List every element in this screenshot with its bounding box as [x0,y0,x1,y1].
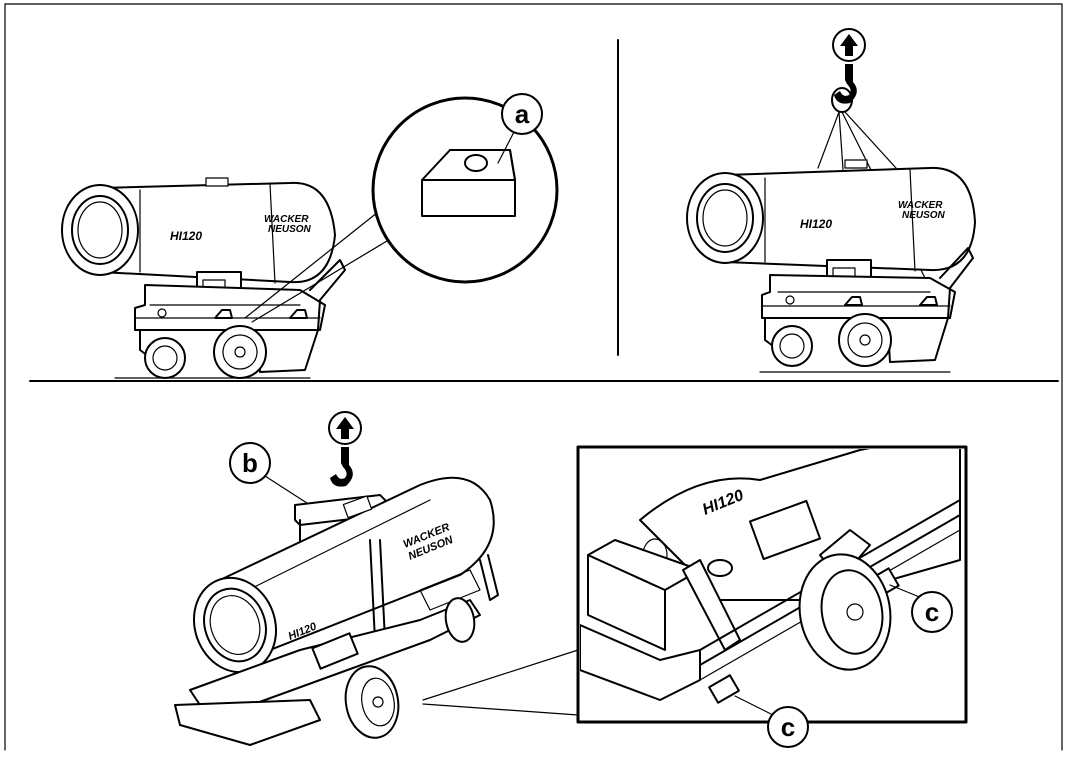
model-label: HI120 [170,229,202,243]
crane-hook-icon [834,64,857,104]
up-arrow-icon-2 [336,417,354,439]
svg-text:a: a [515,99,530,129]
detail-zoom-lines [422,649,579,716]
callout-a: a [501,93,543,135]
brand-label-right-line1: WACKER [898,200,943,211]
brand-label-line1: WACKER [264,214,309,225]
heater-perspective-view: WACKER NEUSON HI120 [174,476,499,746]
callout-c-bottom: c [767,706,809,748]
svg-text:b: b [242,448,258,478]
brand-label-right-line2: NEUSON [902,210,946,221]
model-label-right: HI120 [800,217,832,231]
heater-side-view-right: HI120 WACKER NEUSON [686,159,976,373]
panel-frame [4,3,1063,751]
forklift-pocket-detail: HI120 [576,445,968,724]
crane-hook-icon-2 [330,447,353,487]
lift-hook-bottom [328,411,362,487]
svg-text:c: c [925,597,939,627]
up-arrow-icon [840,34,858,56]
svg-text:c: c [781,712,795,742]
heater-side-view-left: HI120 WACKER NEUSON [61,177,346,379]
callout-c-right: c [911,591,953,633]
brand-label-line2: NEUSON [268,224,312,235]
lifting-point-detail [244,96,559,323]
callout-b: b [229,442,311,506]
lift-hook-top-right [831,28,866,113]
